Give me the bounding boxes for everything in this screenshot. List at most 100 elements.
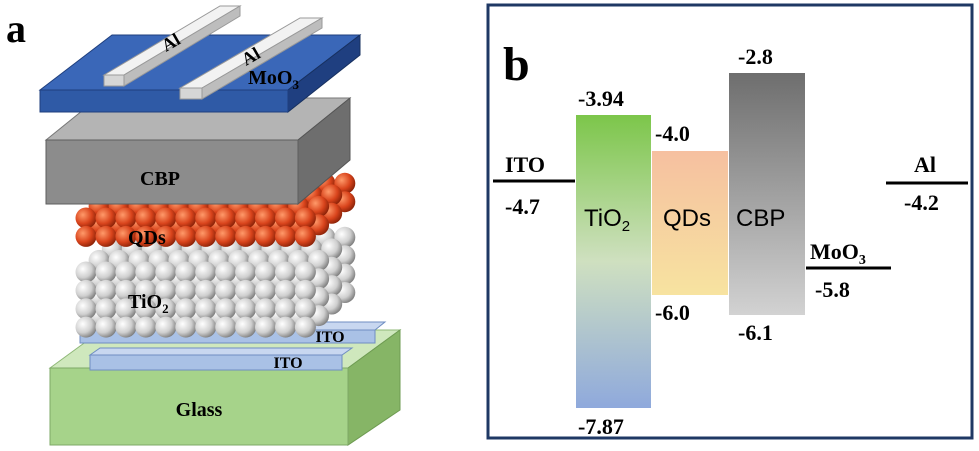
quantum-dot [215,225,237,247]
tio2-nanoparticle [155,279,177,301]
tio2-nanoparticle [275,261,296,283]
quantum-dot [255,207,276,229]
tio2-nanoparticle [235,261,257,283]
cbp-label: CBP [140,168,180,190]
tio2-nanoparticle [235,279,257,301]
tio2-nanoparticle [294,279,316,301]
tio2-nanoparticle [115,279,137,301]
ito-label-back: ITO [315,329,344,346]
quantum-dot [195,207,217,229]
tio2-nanoparticle [75,261,97,283]
tio2-nanoparticle [195,298,217,320]
ito-label-front: ITO [273,355,302,372]
tio2-nanoparticle [275,298,296,320]
tio2-nanoparticle [255,261,276,283]
al-name: Al [914,152,936,177]
tio2-nanoparticle [195,316,217,338]
tio2-nanoparticle [155,261,177,283]
quantum-dot [294,207,316,229]
tio2-band [576,115,651,408]
cbp-front [45,139,299,205]
tio2-nanoparticle [175,261,197,283]
tio2-nanoparticle [95,261,117,283]
quantum-dot [95,225,117,247]
quantum-dot [294,225,316,247]
tio2-nanoparticle [215,279,237,301]
tio2-nanoparticle [135,298,157,320]
moo3-name: MoO3 [810,239,866,268]
tio2-nanoparticle [75,279,97,301]
quantum-dot [175,225,197,247]
tio2-nanoparticle [175,279,197,301]
tio2-nanoparticle [115,261,137,283]
cbp-name: CBP [736,205,785,232]
quantum-dot [175,207,197,229]
cbp-band [729,73,805,315]
quantum-dot [135,225,157,247]
tio2-nanoparticle [75,316,97,338]
al-electrode-1: Al [102,5,242,87]
tio2-nanoparticle [235,316,257,338]
tio2-nanoparticle [95,279,117,301]
quantum-dot [195,225,217,247]
panel-b: b ITO -4.7 -3.94 -7.87 TiO2 -4.0 -6.0 QD… [486,3,974,440]
tio2-nanoparticle [255,279,276,301]
tio2-nanoparticle [135,316,157,338]
tio2-nanoparticle [195,279,217,301]
panel-a: a Glass ITO ITO TiO2 QDs [6,5,402,446]
tio2-name: TiO2 [584,205,630,235]
tio2-nanoparticle [135,261,157,283]
qds-band [652,151,728,295]
cbp-top: -2.8 [738,44,773,69]
quantum-dot [275,207,296,229]
quantum-dot [235,207,257,229]
ito-level: -4.7 [505,194,540,219]
tio2-nanoparticle [115,316,137,338]
glass-layer: Glass [48,329,402,446]
tio2-nanoparticle [235,298,257,320]
tio2-nanoparticle [215,316,237,338]
cbp-layer: CBP [44,96,352,206]
quantum-dot [255,225,276,247]
quantum-dot [155,225,177,247]
qds-label: QDs [128,227,166,249]
tio2-nanoparticle [215,298,237,320]
quantum-dot [115,207,137,229]
tio2-nanoparticle [95,298,117,320]
tio2-nanoparticle [294,316,316,338]
quantum-dot [215,207,237,229]
ito-name: ITO [505,152,545,177]
panel-b-label: b [503,38,530,91]
moo3-level: -5.8 [815,277,850,302]
quantum-dot [275,225,296,247]
tio2-nanoparticle [155,316,177,338]
quantum-dot [75,225,97,247]
tio2-nanoparticle [175,298,197,320]
tio2-nanoparticle [95,316,117,338]
tio2-top: -3.94 [578,86,624,111]
qds-top: -4.0 [655,121,690,146]
al-level: -4.2 [904,190,939,215]
quantum-dot [135,207,157,229]
quantum-dot [235,225,257,247]
tio2-nanoparticle [275,279,296,301]
tio2-bottom: -7.87 [578,414,624,439]
tio2-nanoparticle [294,261,316,283]
glass-front [49,367,349,446]
qds-name: QDs [663,205,711,232]
tio2-nanoparticle [175,316,197,338]
tio2-nanoparticle [135,279,157,301]
tio2-nanoparticle [275,316,296,338]
cbp-bottom: -6.1 [738,320,773,345]
tio2-nanoparticle [115,298,137,320]
tio2-nanoparticle [294,298,316,320]
tio2-nanoparticle [255,316,276,338]
quantum-dot [115,225,137,247]
tio2-nanoparticle [75,298,97,320]
tio2-nanoparticle [155,298,177,320]
tio2-nanoparticle [255,298,276,320]
tio2-nanoparticle [215,261,237,283]
ito-strip-front: ITO [88,347,354,372]
al-electrode-2: Al [178,17,324,100]
